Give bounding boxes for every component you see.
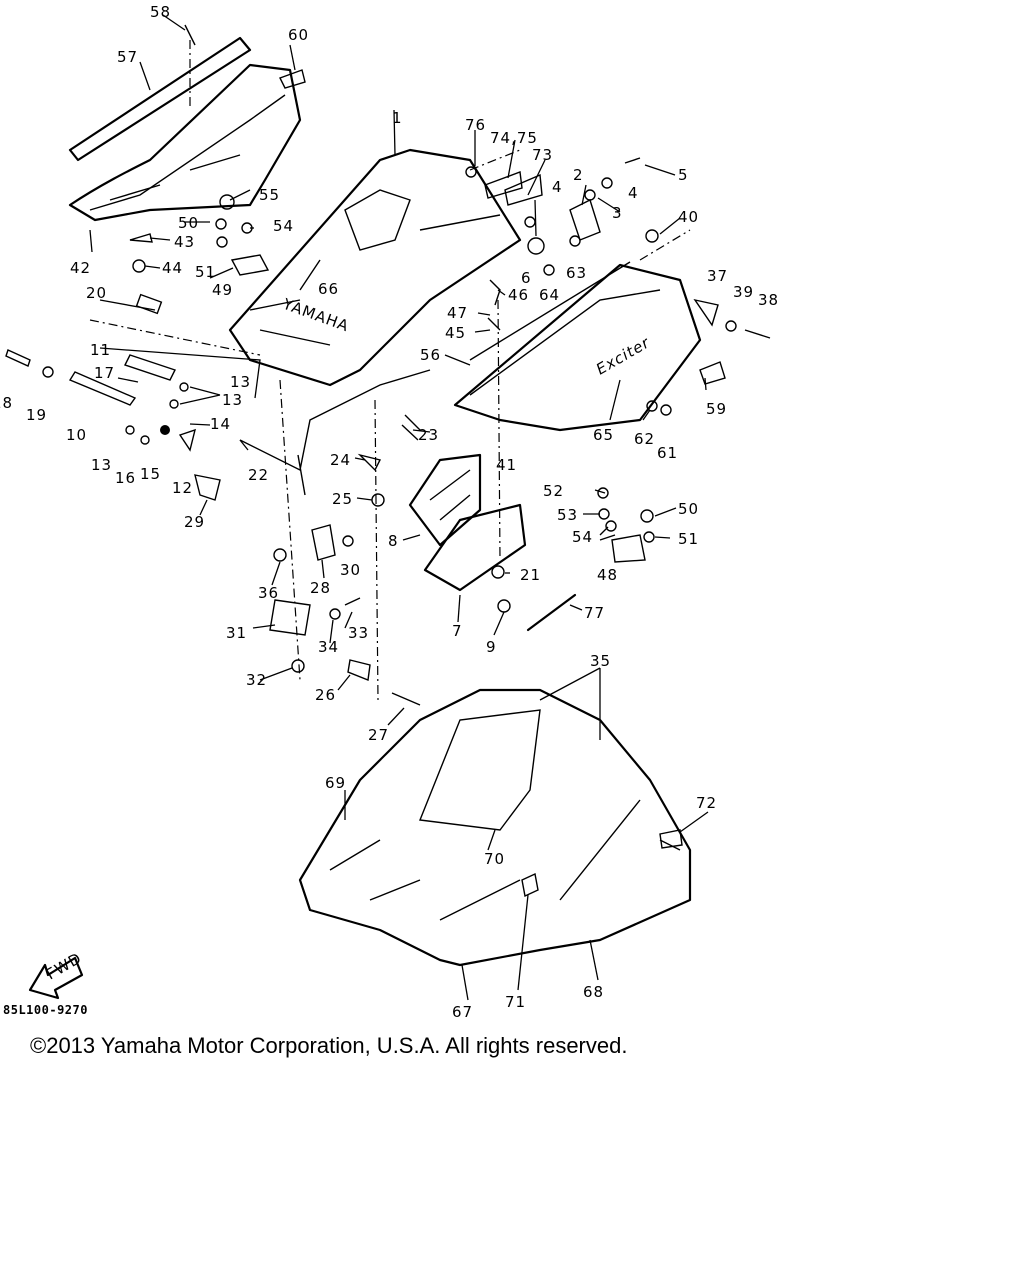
part-label: 53 [557, 506, 578, 524]
part-label: 32 [246, 671, 267, 689]
part-label: 58 [150, 3, 171, 21]
part-label: 76 [465, 116, 486, 134]
part-label: 77 [584, 604, 605, 622]
part-label: 9 [486, 638, 497, 656]
part-label: 48 [597, 566, 618, 584]
hood-logo: YAMAHA [280, 295, 352, 336]
part-label: 69 [325, 774, 346, 792]
part-label: 42 [70, 259, 91, 277]
part-label: 46 [508, 286, 529, 304]
part-label: 13 [230, 373, 251, 391]
part-label: 13 [222, 391, 243, 409]
part-label: 47 [447, 304, 468, 322]
part-label: 70 [484, 850, 505, 868]
part-label: 51 [195, 263, 216, 281]
part-label: 1 [392, 109, 403, 127]
part-label: 51 [678, 530, 699, 548]
part-label: 33 [348, 624, 369, 642]
part-label: 7 [452, 622, 463, 640]
part-label: 61 [657, 444, 678, 462]
figure-code: 85L100-9270 [3, 1003, 88, 1017]
part-label: 16 [115, 469, 136, 487]
side-panel: Exciter [453, 261, 702, 432]
part-label: 54 [572, 528, 593, 546]
fwd-arrow: FWD [28, 949, 85, 1000]
part-label: 27 [368, 726, 389, 744]
lower-front-cowl [298, 688, 692, 967]
center-lines [89, 40, 691, 701]
part-label: 68 [583, 983, 604, 1001]
air-intake-box [408, 453, 527, 592]
part-label: 52 [543, 482, 564, 500]
copyright-notice: ©2013 Yamaha Motor Corporation, U.S.A. A… [30, 1033, 628, 1058]
part-label: 23 [418, 426, 439, 444]
part-label: 26 [315, 686, 336, 704]
part-label: 28 [310, 579, 331, 597]
part-label: 14 [210, 415, 231, 433]
part-label: 18 [0, 394, 13, 412]
part-label: 55 [259, 186, 280, 204]
part-label: 44 [162, 259, 183, 277]
part-label: 43 [174, 233, 195, 251]
part-label: 63 [566, 264, 587, 282]
part-label: 54 [273, 217, 294, 235]
part-label: 45 [445, 324, 466, 342]
part-label: 41 [496, 456, 517, 474]
part-label: 6 [521, 269, 532, 287]
part-label: 8 [388, 532, 399, 550]
part-label: 38 [758, 291, 779, 309]
part-label: 24 [330, 451, 351, 469]
part-label: 29 [184, 513, 205, 531]
part-label: 50 [178, 214, 199, 232]
part-label: 39 [733, 283, 754, 301]
part-label: 56 [420, 346, 441, 364]
part-label: 37 [707, 267, 728, 285]
part-label: 36 [258, 584, 279, 602]
part-label: 50 [678, 500, 699, 518]
part-label: 3 [612, 204, 623, 222]
part-label: 12 [172, 479, 193, 497]
part-label: 5 [678, 166, 689, 184]
part-label: 25 [332, 490, 353, 508]
part-label: 21 [520, 566, 541, 584]
part-label: 30 [340, 561, 361, 579]
part-label: 71 [505, 993, 526, 1011]
part-label: 4 [628, 184, 639, 202]
part-label: 4 [552, 178, 563, 196]
leader-lines [89, 14, 709, 1001]
fwd-arrow-label: FWD [43, 949, 85, 984]
part-label: 2 [573, 166, 584, 184]
part-label: 59 [706, 400, 727, 418]
part-label: 67 [452, 1003, 473, 1021]
exploded-parts-diagram: YAMAHA Exciter [0, 3, 779, 1021]
part-label: 73 [532, 146, 553, 164]
part-label: 57 [117, 48, 138, 66]
hardware-parts [5, 24, 771, 898]
part-label: 65 [593, 426, 614, 444]
part-label: 11 [90, 341, 111, 359]
part-label: 22 [248, 466, 269, 484]
part-label: 35 [590, 652, 611, 670]
part-label: 74,75 [490, 129, 538, 147]
part-label: 64 [539, 286, 560, 304]
part-label: 62 [634, 430, 655, 448]
part-label: 40 [678, 208, 699, 226]
part-label: 31 [226, 624, 247, 642]
side-logo: Exciter [593, 333, 653, 378]
part-label: 66 [318, 280, 339, 298]
part-callouts: 1 2 3 4 4 5 6 7 8 9 10 11 12 13 13 13 14… [0, 3, 779, 1021]
part-label: 19 [26, 406, 47, 424]
part-label: 17 [94, 364, 115, 382]
part-label: 34 [318, 638, 339, 656]
part-label: 49 [212, 281, 233, 299]
part-label: 10 [66, 426, 87, 444]
windshield [68, 36, 302, 222]
part-label: 20 [86, 284, 107, 302]
part-label: 72 [696, 794, 717, 812]
part-label: 15 [140, 465, 161, 483]
part-label: 60 [288, 26, 309, 44]
part-label: 13 [91, 456, 112, 474]
